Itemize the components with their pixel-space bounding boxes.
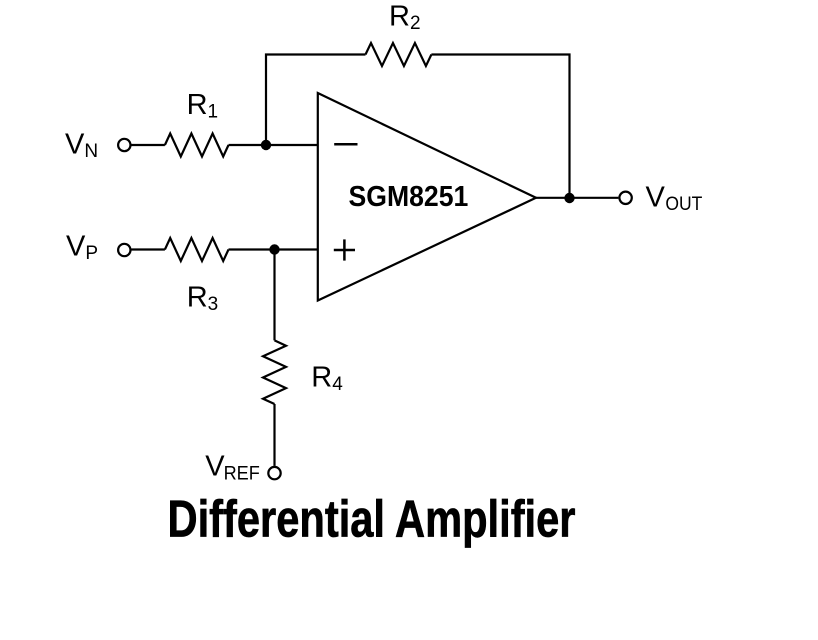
svg-text:SGM8251: SGM8251: [349, 181, 469, 213]
svg-text:R4: R4: [311, 362, 343, 396]
svg-text:OUT: OUT: [665, 194, 702, 215]
svg-text:Differential Amplifier: Differential Amplifier: [168, 490, 576, 548]
svg-text:V: V: [205, 451, 225, 483]
svg-text:R2: R2: [389, 1, 421, 35]
svg-text:VN: VN: [65, 128, 98, 162]
svg-text:R3: R3: [187, 282, 219, 316]
svg-text:V: V: [646, 181, 666, 213]
svg-text:VP: VP: [66, 230, 98, 264]
svg-text:R1: R1: [187, 89, 219, 123]
svg-text:REF: REF: [224, 464, 260, 485]
